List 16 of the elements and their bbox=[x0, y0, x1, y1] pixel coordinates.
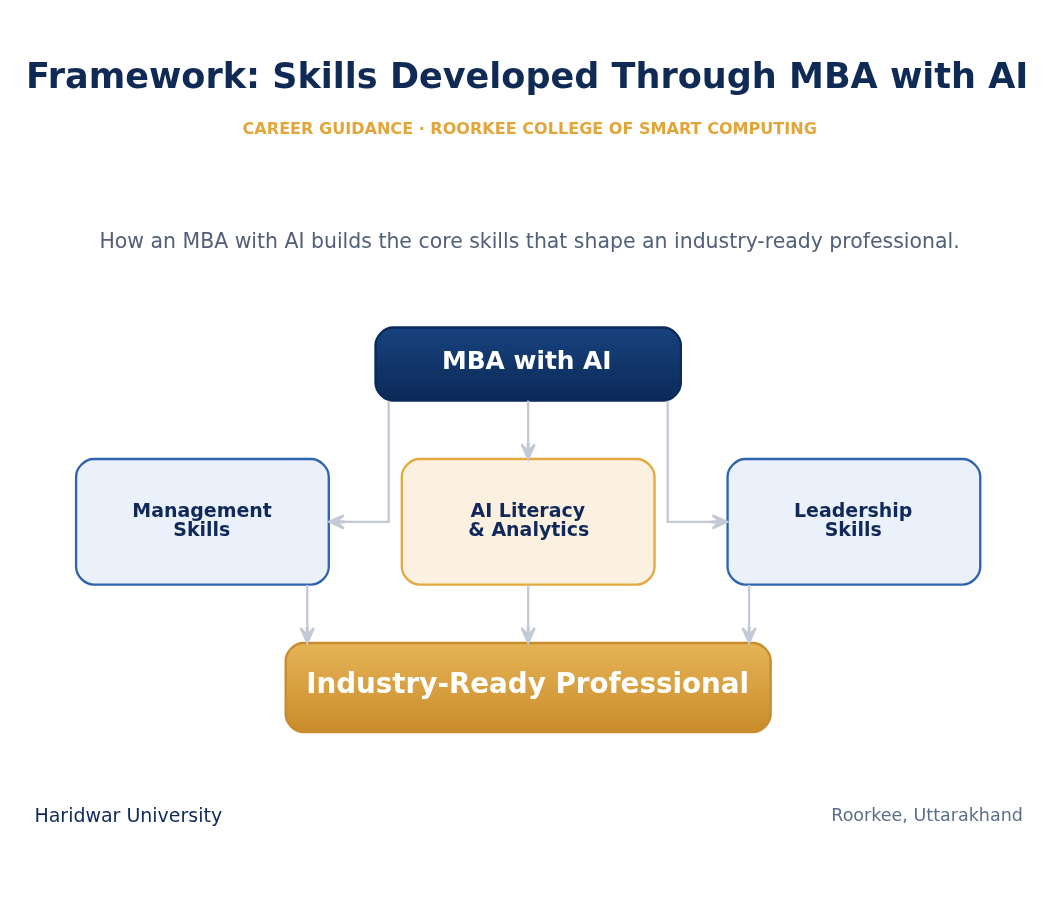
label: Roorkee, Uttarakhand bbox=[831, 805, 1023, 826]
label: How an MBA with AI builds the core skills that shape an industry-ready professional. bbox=[99, 229, 960, 254]
arrow bbox=[520, 400, 536, 460]
arrow bbox=[666, 400, 729, 530]
arrow bbox=[299, 584, 315, 644]
node-box: AI Literacy & Analytics bbox=[400, 457, 656, 586]
node-box: Industry-Ready Professional bbox=[284, 641, 772, 734]
label: Haridwar University bbox=[34, 803, 223, 826]
node-box: Management Skills bbox=[74, 457, 330, 586]
label: CAREER GUIDANCE · ROORKEE COLLEGE OF SMART COMPUTING bbox=[242, 119, 817, 139]
arrow bbox=[741, 584, 757, 644]
node-box: Leadership Skills bbox=[726, 457, 982, 586]
diagram-title: Framework: Skills Developed Through MBA with AI bbox=[26, 55, 1029, 97]
node-box: MBA with AI bbox=[374, 326, 682, 402]
arrow bbox=[520, 584, 536, 644]
arrow bbox=[328, 400, 390, 530]
